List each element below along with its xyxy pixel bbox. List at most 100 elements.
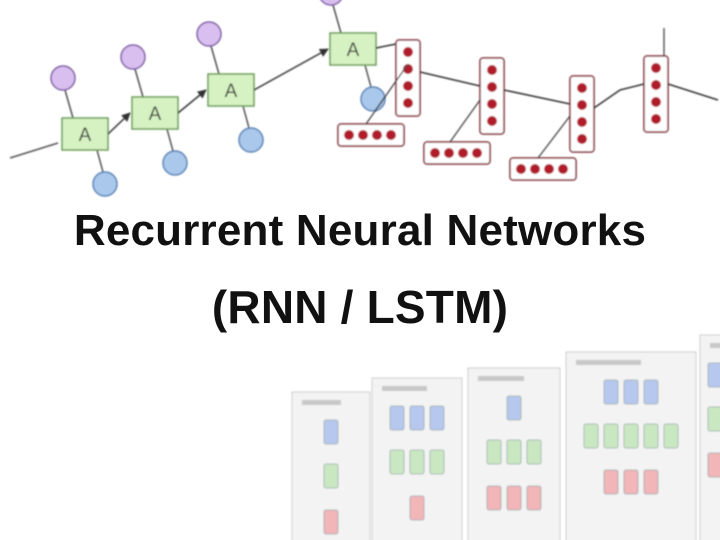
recurrent-edge [107, 112, 131, 135]
input-node [92, 171, 118, 197]
rnn-cell-label: A [347, 40, 360, 61]
vector-dot [558, 164, 568, 174]
vector-dot [444, 148, 454, 158]
input-node [162, 150, 188, 176]
sequence-panel [565, 351, 697, 540]
output-edge [332, 4, 342, 34]
vector-dot [487, 82, 497, 92]
rnn-cell-label: A [225, 81, 238, 102]
panel-input-block [506, 395, 522, 421]
vertical-vector [569, 75, 595, 153]
panel-hidden-block [663, 423, 679, 449]
panel-input-block [623, 379, 639, 405]
panel-hidden-block [623, 423, 639, 449]
panel-output-block [623, 469, 639, 495]
panel-caption-bar [710, 343, 720, 348]
vector-dot [372, 130, 382, 140]
title-line-1: Recurrent Neural Networks [73, 206, 647, 255]
chain-end-edge [375, 43, 397, 49]
vertical-vector [395, 39, 421, 117]
panel-output-block [323, 509, 339, 535]
sequence-panel [291, 391, 371, 540]
panel-output-block [603, 469, 619, 495]
panel-input-block [389, 405, 405, 431]
output-node [320, 0, 342, 6]
input-edge [364, 64, 372, 88]
rnn-cell [61, 117, 109, 151]
vector-dot [487, 99, 497, 109]
panel-output-block [486, 485, 502, 511]
vector-dot [651, 80, 661, 90]
panel-caption-bar [478, 376, 524, 381]
panel-input-block [603, 379, 619, 405]
input-node [360, 86, 386, 112]
sequence-panel [371, 377, 463, 540]
vector-dot [403, 98, 413, 108]
vector-dot [403, 47, 413, 57]
output-node [50, 65, 76, 91]
input-edge [242, 105, 250, 129]
vector-dot [472, 148, 482, 158]
panel-output-block [526, 485, 542, 511]
vector-dot [577, 134, 587, 144]
vector-dot [430, 148, 440, 158]
vector-edge [503, 89, 571, 105]
title-line-2: (RNN / LSTM) [211, 281, 509, 333]
panel-hidden-block [323, 463, 339, 489]
panel-output-block [643, 469, 659, 495]
input-node [238, 127, 264, 153]
panel-input-block [323, 419, 339, 445]
panel-hidden-block [506, 439, 522, 465]
panel-input-block [409, 405, 425, 431]
vector-dot [530, 164, 540, 174]
vector-dot [386, 130, 396, 140]
vector-dot [458, 148, 468, 158]
panel-hidden-block [429, 449, 445, 475]
input-edge [166, 128, 174, 152]
vector-input-edge [449, 99, 481, 143]
recurrent-edge [253, 48, 329, 91]
rnn-cell [329, 32, 377, 66]
output-node [196, 21, 222, 47]
sequence-panel [467, 367, 561, 540]
vector-edge [419, 71, 481, 87]
vector-dot [577, 83, 587, 93]
output-edge [134, 68, 144, 98]
vector-dot [544, 164, 554, 174]
vector-input-edge [365, 63, 409, 125]
output-node [120, 44, 146, 70]
recurrent-edge [177, 89, 207, 114]
panel-hidden-block [583, 423, 599, 449]
vector-dot [577, 100, 587, 110]
horizontal-vector [337, 123, 405, 147]
vector-dot [487, 116, 497, 126]
vector-dot [651, 114, 661, 124]
vector-dot [403, 81, 413, 91]
rnn-cell [131, 96, 179, 130]
sequence-type-panels [291, 334, 720, 540]
vector-dot [487, 65, 497, 75]
panel-output-block [707, 452, 720, 478]
vertical-vector [479, 57, 505, 135]
panel-output-block [409, 495, 425, 521]
panel-hidden-block [389, 449, 405, 475]
panel-hidden-block [643, 423, 659, 449]
rnn-cell-label: A [79, 125, 92, 146]
panel-input-block [707, 362, 720, 388]
panel-input-block [429, 405, 445, 431]
panel-output-block [506, 485, 522, 511]
input-edge [96, 149, 104, 173]
horizontal-vector [423, 141, 491, 165]
vector-dot [577, 117, 587, 127]
vector-edge [667, 83, 719, 101]
vector-input-edge [537, 115, 571, 159]
vector-dot [516, 164, 526, 174]
horizontal-vector [509, 157, 577, 181]
word-vector-diagram [337, 28, 719, 181]
panel-caption-bar [382, 386, 427, 391]
vertical-vector [643, 55, 669, 133]
sequence-panel [699, 334, 720, 540]
output-edge [64, 89, 74, 119]
